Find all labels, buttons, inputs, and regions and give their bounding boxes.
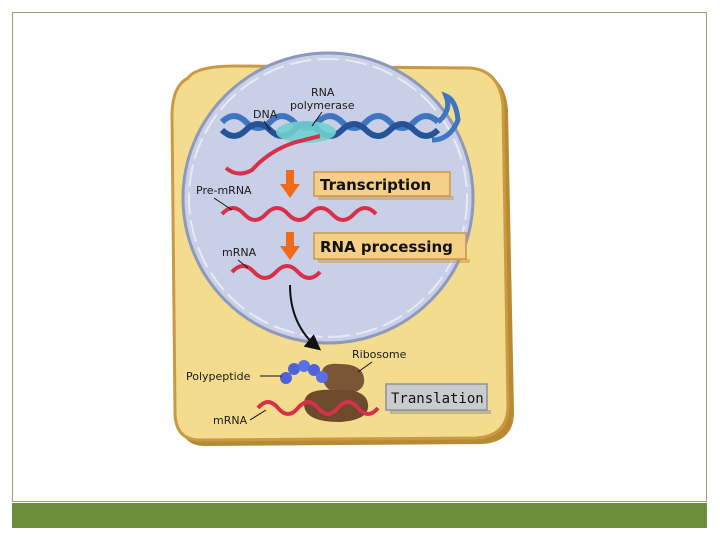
export-arrow [289,284,322,351]
mrna-strand-cytoplasm [256,400,380,416]
transcription-label: Transcription [320,176,431,194]
footer-bar [12,503,707,528]
dna-tail [431,91,461,143]
pre-mrna-strand [220,206,378,222]
rna-polymerase-shape [276,121,336,143]
ribosome-label: Ribosome [352,348,407,361]
nascent-rna [224,134,321,176]
nucleus-envelope [188,58,468,338]
rna-polymerase-label-line1: RNA [311,86,335,99]
translation-label: Translation [391,391,484,407]
mrna-label-cytoplasm: mRNA [213,414,248,427]
rna-processing-box [313,232,467,260]
dna-label: DNA [253,108,278,121]
dna-strand-1 [219,113,441,131]
arrow-rna-processing [280,232,300,260]
rna-polymerase-label-line2: polymerase [290,99,355,112]
polypeptide-label: Polypeptide [186,370,251,383]
arrow-transcription [280,170,300,198]
translation-box [385,383,488,411]
polypeptide-chain [280,360,328,384]
pre-mrna-label: Pre-mRNA [196,184,252,197]
ribosome-shape [304,363,369,422]
rna-processing-label: RNA processing [320,238,453,256]
mrna-label-nucleus: mRNA [222,246,257,259]
